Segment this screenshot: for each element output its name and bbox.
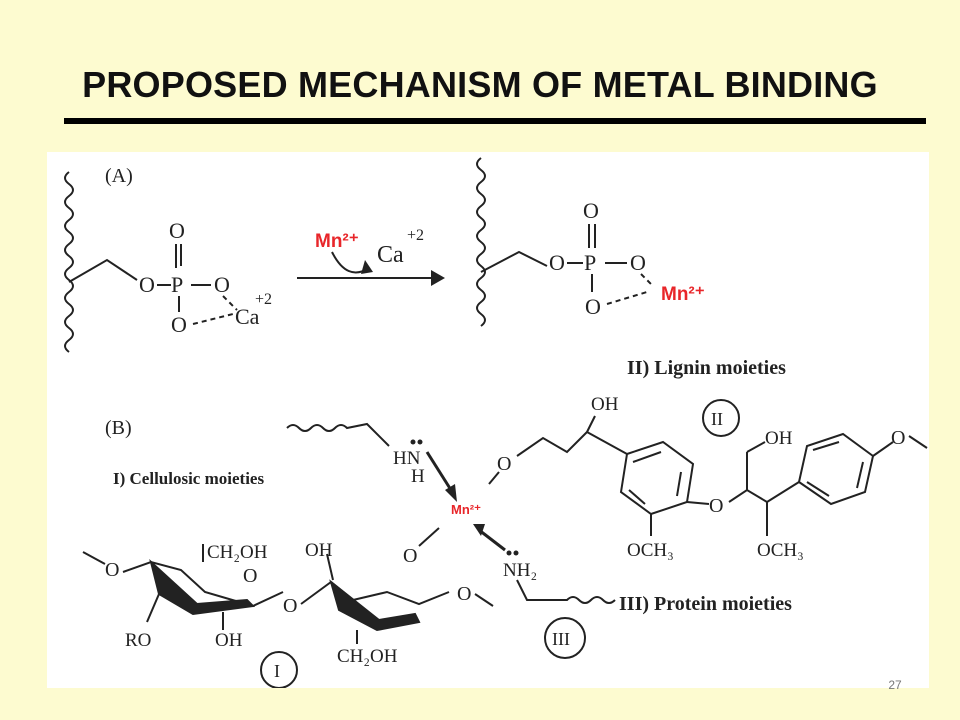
bond-ring1-o	[686, 501, 710, 505]
lone-pair-dot-2	[417, 439, 423, 445]
coordination-arrow-amine	[425, 451, 453, 491]
cellulose-ring-o-1: O	[243, 565, 257, 587]
ring1-double-2	[676, 471, 682, 497]
mechanism-diagram: (A) O P O O O Ca +2 Mn²⁺ Ca +2 O P	[64, 157, 928, 688]
cellulose-ring-2-upper	[300, 580, 450, 606]
atom-o-bottom-left: O	[171, 312, 187, 337]
lignin-och3-left: OCH₃	[627, 540, 674, 561]
mn-ion-bound: Mn²⁺	[661, 284, 705, 305]
bond-to-ring1	[586, 431, 628, 455]
cellulose-ch2oh-1: CH₂OH	[207, 542, 268, 563]
page-number: 27	[888, 678, 902, 692]
label-circle-ii	[702, 399, 740, 437]
lignin-oh-2: OH	[765, 428, 793, 449]
slide-title: PROPOSED MECHANISM OF METAL BINDING	[82, 64, 878, 105]
amine-hn: HN	[393, 448, 421, 469]
atom-o-bottom-right: O	[585, 294, 601, 319]
label-circle-iii	[544, 617, 586, 659]
calcium-bound-charge: +2	[255, 291, 272, 308]
ring2-double-2	[856, 461, 864, 489]
coordination-arrow-nh2	[478, 528, 506, 552]
bond-methyl-cell	[82, 551, 106, 565]
label-circle-i	[260, 651, 298, 688]
bond-to-ring2	[766, 481, 800, 503]
atom-o-right-2: O	[630, 250, 646, 275]
cellulose-o-right: O	[457, 583, 471, 605]
label-cellulosic: I) Cellulosic moieties	[113, 469, 264, 488]
polymer-chain-left	[64, 171, 74, 353]
ring1-double-1	[632, 451, 662, 463]
mn-ion-incoming: Mn²⁺	[315, 231, 359, 252]
lignin-och3-right: OCH₃	[757, 540, 804, 561]
lignin-ether-o-3: O	[891, 427, 905, 449]
calcium-released: Ca	[377, 242, 404, 268]
amine-chain-top	[286, 422, 390, 447]
cellulose-ring-o-2: O	[403, 545, 417, 567]
coord-bond-ca-2	[222, 295, 238, 311]
atom-o-top-right: O	[583, 198, 599, 223]
panel-a-tag: (A)	[105, 165, 133, 187]
lone-pair-dot-3	[506, 550, 512, 556]
atom-p-right: P	[584, 250, 596, 275]
calcium-bound: Ca	[235, 304, 260, 329]
bond-o-mn	[488, 471, 500, 485]
incoming-arrowhead	[361, 260, 373, 274]
lignin-ether-o: O	[497, 453, 511, 475]
ring2-double-3	[806, 481, 830, 497]
protein-chain	[516, 579, 616, 604]
mn-ion-center: Mn²⁺	[451, 502, 481, 517]
cellulose-ro: RO	[125, 630, 151, 651]
bond-ho	[326, 553, 334, 581]
bond-chain-right	[480, 250, 548, 273]
coord-bond-mn-1	[606, 291, 648, 305]
lignin-ether-o-2: O	[709, 495, 723, 517]
roman-iii: III	[552, 629, 570, 649]
coordination-arrowhead-amine	[445, 484, 457, 502]
atom-p-left: P	[171, 272, 183, 297]
cellulose-ch2oh-2: CH₂OH	[337, 646, 398, 667]
bond-oh-2	[746, 441, 766, 453]
atom-o-right-left: O	[214, 272, 230, 297]
coordination-arrowhead-nh2	[473, 524, 485, 536]
cellulose-ho: OH	[305, 540, 333, 561]
bond-oh-top	[586, 415, 596, 433]
cellulose-o-left: O	[105, 559, 119, 581]
atom-o-top-left: O	[169, 218, 185, 243]
bond-chain-left	[68, 258, 138, 283]
cellulose-ring-2-wedge	[329, 579, 421, 632]
lone-pair-dot-1	[410, 439, 416, 445]
amine-nh2: NH₂	[503, 560, 537, 581]
amine-h: H	[411, 466, 425, 487]
reaction-arrowhead	[431, 270, 445, 286]
atom-o-left: O	[139, 272, 155, 297]
calcium-released-charge: +2	[407, 227, 424, 244]
polymer-chain-right	[476, 157, 486, 327]
bond-ring2-o	[872, 441, 894, 457]
bond-ro	[146, 593, 160, 623]
cellulose-bridge-o: O	[283, 595, 297, 617]
roman-ii: II	[711, 409, 723, 429]
ring1-double-3	[628, 489, 646, 505]
lignin-oh-top: OH	[591, 394, 619, 415]
atom-o-right: O	[549, 250, 565, 275]
lone-pair-dot-4	[513, 550, 519, 556]
label-lignin: II) Lignin moieties	[627, 357, 786, 379]
bond-o-chain	[728, 488, 768, 503]
bond-methyl-cell-right	[474, 593, 494, 607]
label-protein: III) Protein moieties	[619, 593, 792, 615]
bond-methyl-end	[908, 435, 928, 449]
mechanism-figure: (A) O P O O O Ca +2 Mn²⁺ Ca +2 O P	[47, 152, 929, 688]
title-underline	[64, 118, 926, 124]
ring2-double-1	[812, 441, 840, 451]
cellulose-oh-1: OH	[215, 630, 243, 651]
lignin-propyl-chain	[516, 431, 588, 457]
panel-b-tag: (B)	[105, 417, 132, 439]
coord-bond-mn-2	[640, 273, 652, 285]
bond-o-mn-cell	[418, 527, 440, 547]
coord-bond-ca-1	[192, 313, 234, 325]
cellulose-ring-1-upper	[122, 560, 284, 608]
roman-i: I	[274, 661, 280, 681]
